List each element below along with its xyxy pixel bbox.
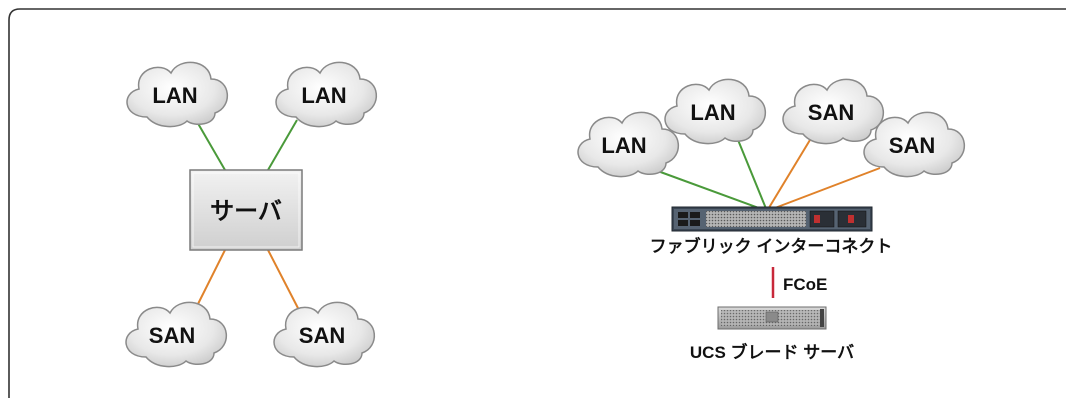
left-san-link-1 — [193, 249, 226, 313]
server-label: サーバ — [210, 198, 282, 225]
cloud-label: SAN — [299, 323, 345, 348]
cloud-label: SAN — [149, 323, 195, 348]
cloud-icon: SAN — [782, 78, 885, 145]
right-lan-link-2 — [735, 134, 768, 212]
cloud-icon: LAN — [275, 61, 378, 128]
cloud-icon: LAN — [664, 78, 767, 145]
left-lan-link-1 — [195, 119, 226, 171]
cloud-icon: SAN — [273, 301, 376, 368]
cloud-label: SAN — [808, 100, 854, 125]
cloud-label: LAN — [601, 133, 646, 158]
blade-server-icon — [717, 306, 827, 330]
blade-label: UCS ブレード サーバ — [690, 342, 854, 362]
right-san-link-1 — [766, 134, 814, 212]
fcoe-label: FCoE — [783, 275, 827, 294]
right-san-link-2 — [766, 167, 881, 212]
cloud-icon: SAN — [863, 111, 966, 178]
left-diagram: LAN LAN SAN SAN サーバ — [125, 61, 378, 368]
cloud-label: LAN — [301, 83, 346, 108]
panel-frame — [8, 8, 1066, 398]
cloud-label: LAN — [152, 83, 197, 108]
cloud-label: SAN — [889, 133, 935, 158]
right-lan-link-1 — [654, 169, 768, 212]
left-san-link-2 — [267, 249, 301, 313]
cloud-label: LAN — [690, 100, 735, 125]
right-diagram: LAN LAN SAN SAN — [577, 78, 966, 362]
interconnect-label: ファブリック インターコネクト — [650, 236, 893, 256]
cloud-icon: LAN — [577, 111, 680, 178]
left-lan-link-2 — [267, 119, 298, 171]
server-box: サーバ — [189, 169, 303, 251]
cloud-icon: SAN — [125, 301, 228, 368]
fabric-interconnect-icon — [671, 206, 873, 232]
cloud-icon: LAN — [126, 61, 229, 128]
